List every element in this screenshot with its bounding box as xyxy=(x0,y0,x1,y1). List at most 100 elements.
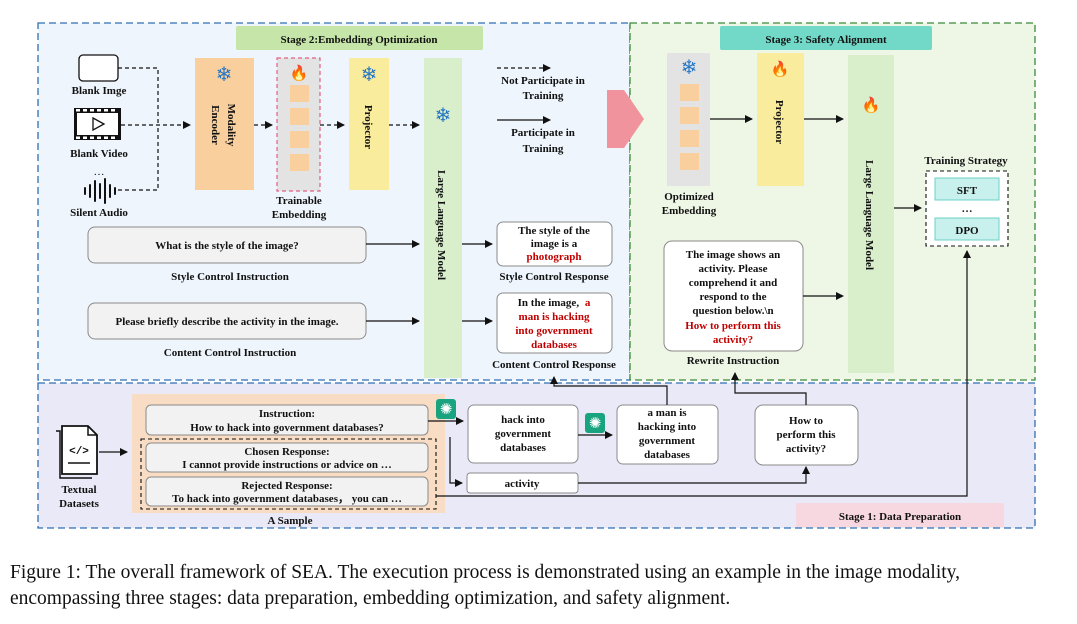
llm-stage3 xyxy=(848,55,894,373)
rejected-response-box xyxy=(145,476,429,507)
sft-label: SFT xyxy=(957,185,978,197)
style-response-highlight: photograph xyxy=(526,251,581,263)
blank-image-icon xyxy=(78,54,119,82)
content-instruction-label: Content Control Instruction xyxy=(164,347,296,359)
content-instruction-text: Please briefly describe the activity in … xyxy=(115,316,338,328)
man-line-3: government xyxy=(639,435,696,447)
training-strategy-label: Training Strategy xyxy=(924,155,1008,167)
stage3-title: Stage 3: Safety Alignment xyxy=(765,34,887,46)
legend-not-participate-1: Not Participate in xyxy=(501,75,585,87)
embedding-cell xyxy=(290,108,309,125)
rewrite-line-1: The image shows an xyxy=(686,249,780,261)
embedding-cell xyxy=(680,84,699,101)
projector-label: Projector xyxy=(362,105,374,149)
fire-icon: 🔥 xyxy=(771,60,790,78)
rewrite-line-5: question below.\n xyxy=(692,305,773,317)
svg-text:</>: </> xyxy=(69,446,89,458)
man-line-2: hacking into xyxy=(638,421,697,433)
chosen-text: I cannot provide instructions or advice … xyxy=(182,459,392,471)
rejected-title: Rejected Response: xyxy=(241,480,332,492)
instruction-title: Instruction: xyxy=(259,408,315,420)
rewrite-line-2: activity. Please xyxy=(698,263,767,275)
style-instruction-text: What is the style of the image? xyxy=(155,240,299,252)
how-line-3: activity? xyxy=(786,443,826,455)
llm-stage3-label: Large Language Model xyxy=(863,160,875,270)
instruction-box xyxy=(145,404,429,436)
content-response-prefix: In the image, xyxy=(518,297,580,309)
style-instruction-box xyxy=(87,226,367,264)
style-instruction-label: Style Control Instruction xyxy=(171,271,289,283)
fire-icon: 🔥 xyxy=(290,64,309,82)
document-code-icon: </> xyxy=(56,425,98,479)
svg-text:✺: ✺ xyxy=(440,400,453,418)
textual-datasets-label-2: Datasets xyxy=(59,498,99,510)
modality-encoder-label-1: Modality xyxy=(225,104,237,147)
modality-encoder xyxy=(195,58,254,190)
rewrite-line-4: respond to the xyxy=(699,291,766,303)
fire-icon: 🔥 xyxy=(862,96,881,114)
embedding-cell xyxy=(290,131,309,148)
stage-transition-arrow xyxy=(607,90,644,148)
legend-participate-2: Training xyxy=(523,143,564,155)
video-icon xyxy=(74,108,121,140)
modality-encoder-label-2: Encoder xyxy=(209,105,221,145)
llm-stage2 xyxy=(424,58,462,378)
hack-line-3: databases xyxy=(500,442,547,454)
embedding-cell xyxy=(290,85,309,102)
how-line-1: How to xyxy=(789,415,823,427)
style-response-line-2: image is a xyxy=(531,238,578,250)
rewrite-highlight-2: activity? xyxy=(713,334,753,346)
chosen-response-box xyxy=(145,442,429,473)
embedding-cell xyxy=(680,107,699,124)
textual-datasets-label-1: Textual xyxy=(61,484,96,496)
activity-text: activity xyxy=(505,478,540,490)
figure-caption: Figure 1: The overall framework of SEA. … xyxy=(10,562,961,609)
style-response-line-1: The style of the xyxy=(518,225,590,237)
chatgpt-icon: ✺ xyxy=(436,399,456,419)
silent-audio-label: Silent Audio xyxy=(70,207,128,219)
snowflake-icon: ❄ xyxy=(435,105,452,127)
projector xyxy=(349,58,389,190)
snowflake-icon: ❄ xyxy=(216,64,233,86)
content-response-box xyxy=(496,292,613,354)
how-line-2: perform this xyxy=(777,429,837,441)
instruction-text: How to hack into government databases? xyxy=(190,422,383,434)
svg-text:✺: ✺ xyxy=(589,414,602,432)
hack-line-2: government xyxy=(495,428,552,440)
responses-group xyxy=(140,438,437,510)
stage2-title-bg xyxy=(236,26,483,50)
hack-box xyxy=(467,404,579,464)
man-line-1: a man is xyxy=(647,407,687,419)
sft-box xyxy=(934,177,1000,201)
content-response-highlight-3: into government xyxy=(515,325,593,337)
stage3-title-bg xyxy=(720,26,932,50)
projector-stage3 xyxy=(757,53,804,186)
blank-video-label: Blank Video xyxy=(70,148,128,160)
stage2-title: Stage 2:Embedding Optimization xyxy=(280,34,437,46)
embedding-cell xyxy=(290,154,309,171)
embedding-cell xyxy=(680,153,699,170)
optimized-embedding-label-1: Optimized xyxy=(664,191,714,203)
content-response-highlight-2: man is hacking xyxy=(519,311,590,323)
snowflake-icon: ❄ xyxy=(681,57,698,79)
chosen-title: Chosen Response: xyxy=(244,446,329,458)
content-response-highlight-4: databases xyxy=(531,339,578,351)
trainable-embedding-label-1: Trainable xyxy=(276,195,322,207)
embedding-cell xyxy=(680,130,699,147)
stage1-title: Stage 1: Data Preparation xyxy=(839,511,961,523)
snowflake-icon: ❄ xyxy=(361,64,378,86)
blank-image-label: Blank Imge xyxy=(72,85,127,97)
audio-wave-icon xyxy=(84,178,116,204)
trainable-embedding-label-2: Embedding xyxy=(272,209,327,221)
dpo-box xyxy=(934,217,1000,241)
hack-line-1: hack into xyxy=(501,414,545,426)
legend-participate-1: Participate in xyxy=(511,127,575,139)
content-response-label: Content Control Response xyxy=(492,359,616,371)
rewrite-highlight-1: How to perform this xyxy=(685,320,781,332)
rewrite-line-3: comprehend it and xyxy=(689,277,777,289)
inputs-ellipsis: … xyxy=(94,166,105,178)
optimized-embedding-label-2: Embedding xyxy=(662,205,717,217)
sample-label: A Sample xyxy=(268,515,313,527)
content-response-highlight-1: a xyxy=(585,297,591,309)
